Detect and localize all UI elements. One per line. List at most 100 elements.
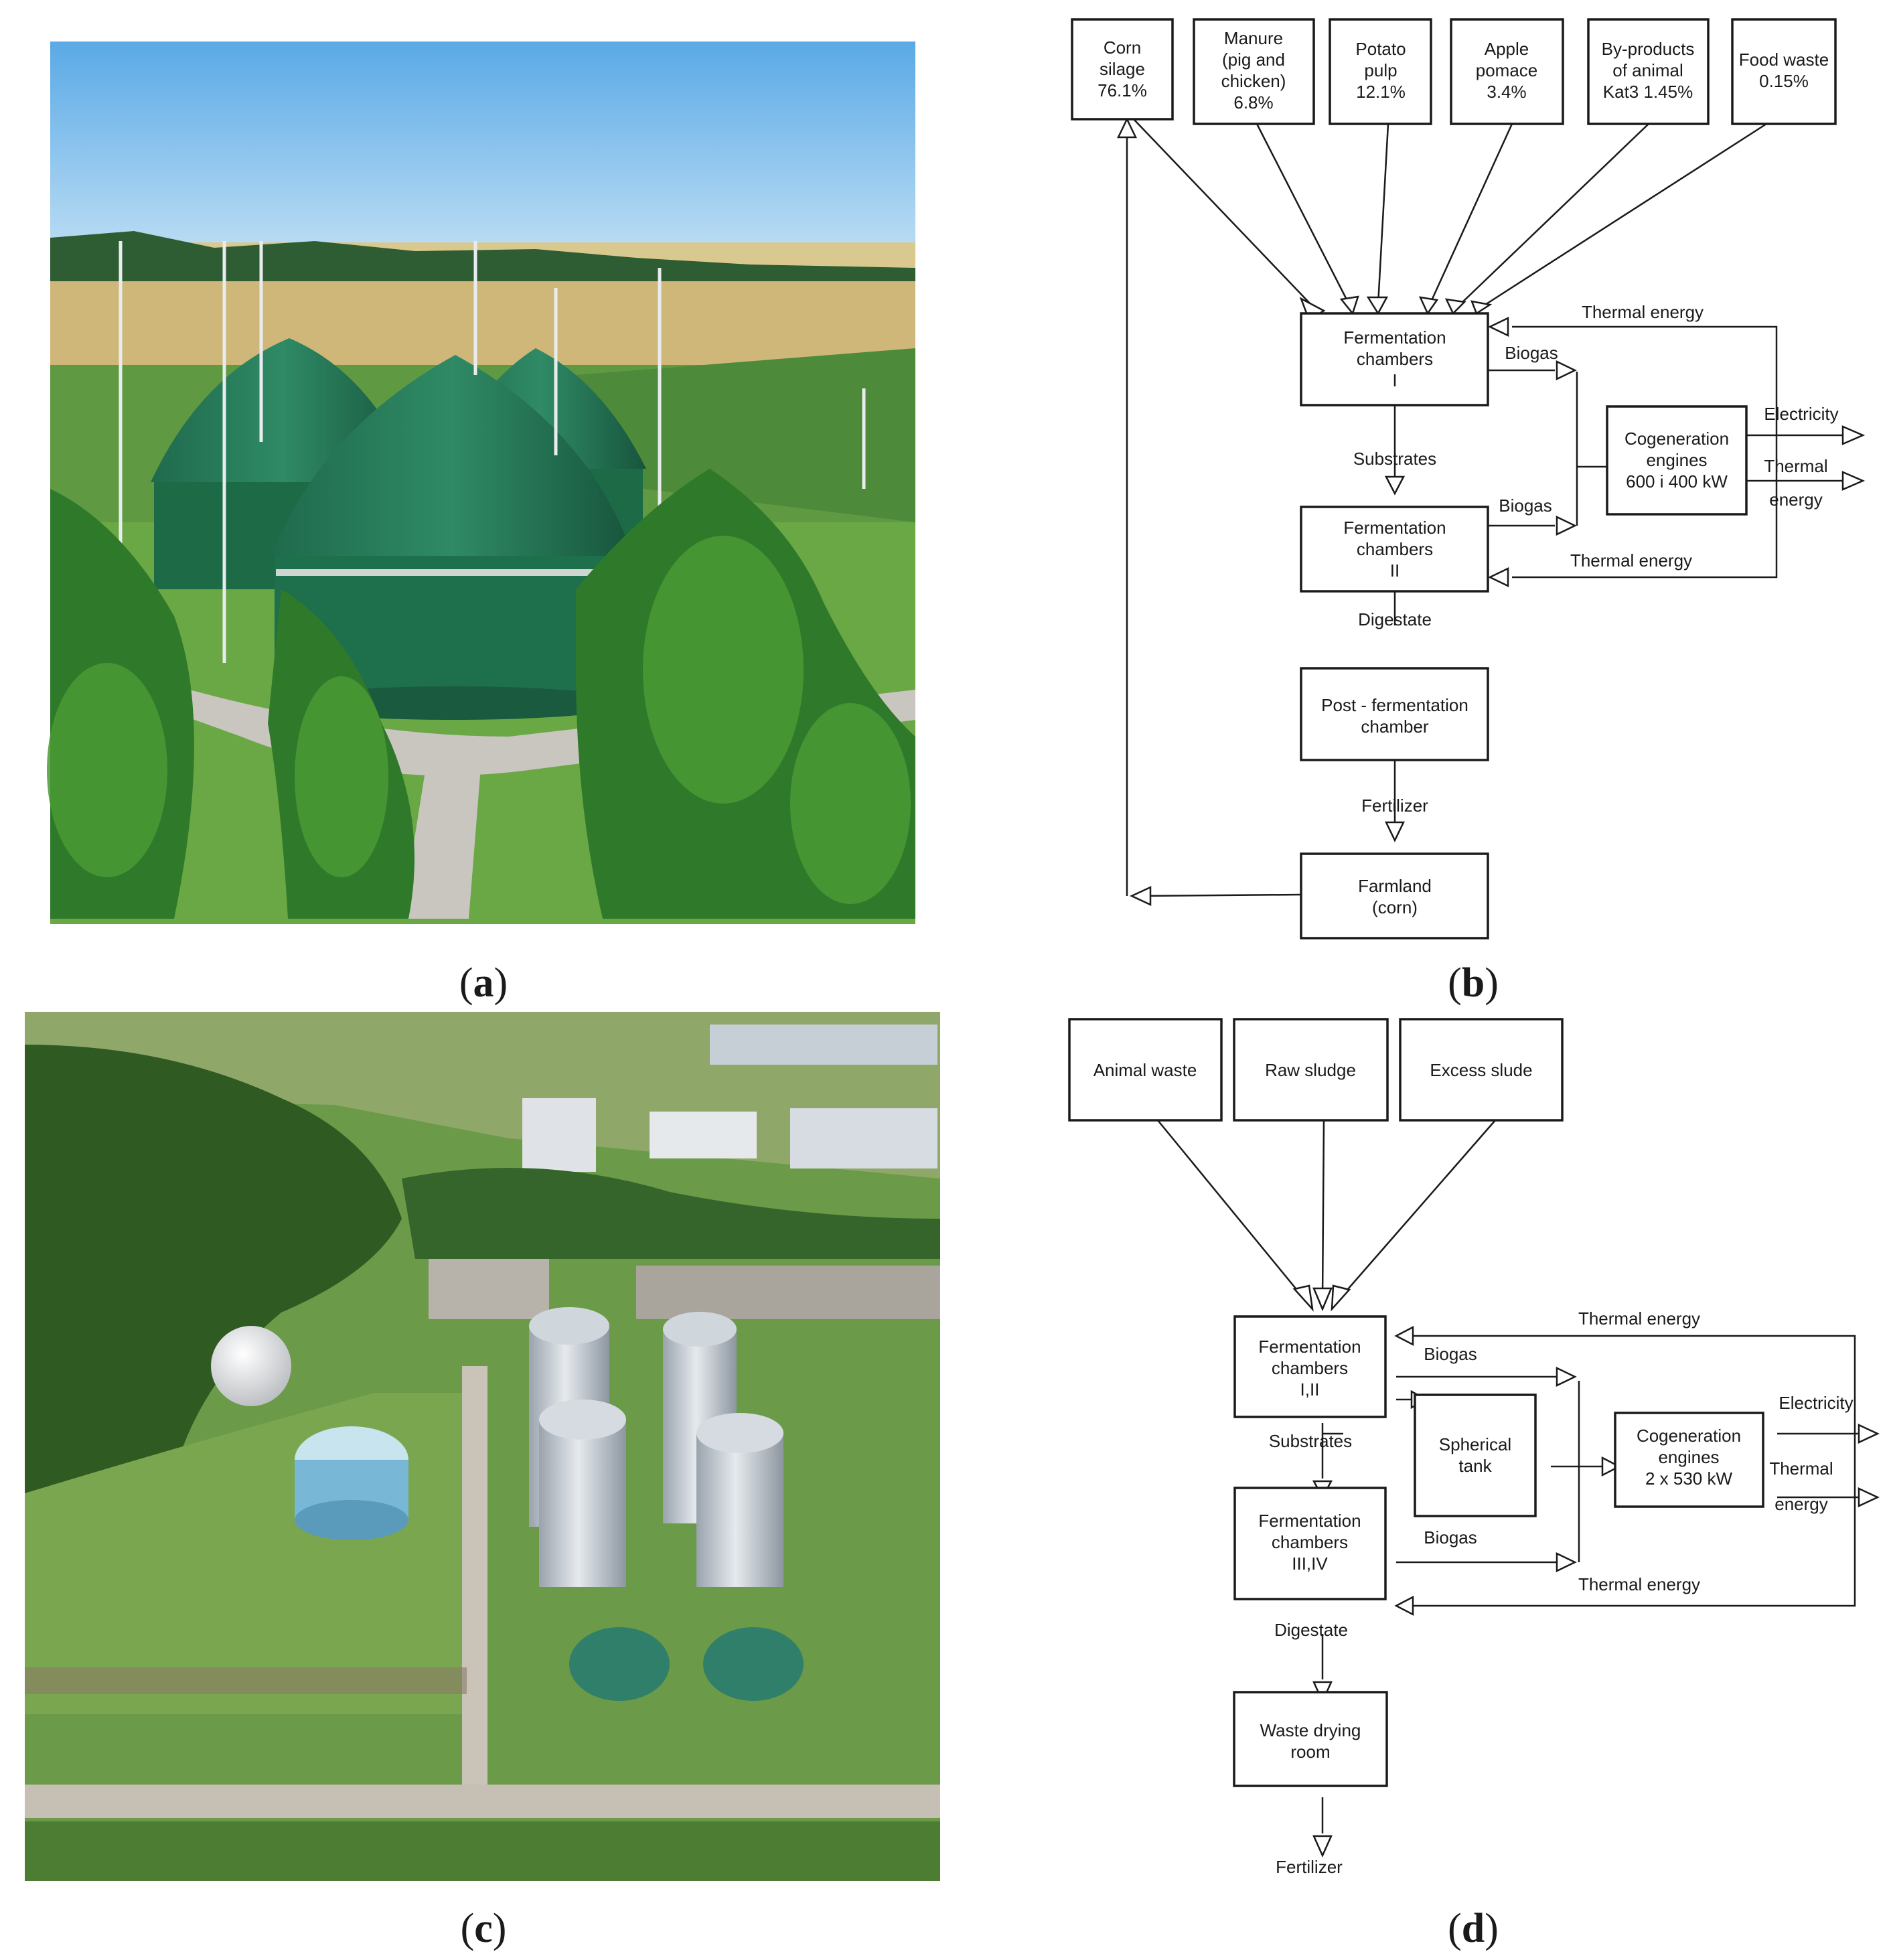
svg-text:Food waste: Food waste xyxy=(1739,50,1829,70)
svg-text:(d): (d) xyxy=(1448,1906,1499,1951)
panel-d-connectors xyxy=(1157,1120,1859,1833)
svg-text:chamber: chamber xyxy=(1361,717,1428,737)
panel-b-input-corn-silage: Corn silage 76.1% xyxy=(1071,18,1174,121)
svg-text:III,IV: III,IV xyxy=(1292,1554,1328,1574)
svg-text:(a): (a) xyxy=(459,960,508,1006)
label-electricity: Electricity xyxy=(1764,404,1838,424)
panel-d-flow-labels: Thermal energy Biogas Substrates Biogas … xyxy=(1269,1308,1854,1877)
label-fertilizer: Fertilizer xyxy=(1361,796,1428,816)
panel-d-input-raw-sludge: Raw sludge xyxy=(1233,1018,1389,1122)
svg-text:tank: tank xyxy=(1458,1456,1492,1476)
panel-b-farmland: Farmland (corn) xyxy=(1300,852,1489,939)
svg-text:chicken): chicken) xyxy=(1221,71,1286,91)
svg-text:2 x 530 kW: 2 x 530 kW xyxy=(1645,1468,1733,1489)
svg-text:(c): (c) xyxy=(461,1906,507,1951)
label-thermal-out-1: Thermal xyxy=(1764,456,1827,476)
panel-d-waste-drying-room: Waste drying room xyxy=(1233,1691,1388,1787)
svg-text:By-products: By-products xyxy=(1602,39,1695,59)
panel-b-cogeneration-engines: Cogeneration engines 600 i 400 kW xyxy=(1606,405,1748,516)
svg-text:Manure: Manure xyxy=(1224,28,1283,48)
panel-d-input-excess-sludge: Excess slude xyxy=(1399,1018,1564,1122)
svg-text:pulp: pulp xyxy=(1364,60,1397,80)
svg-text:(pig and: (pig and xyxy=(1222,50,1285,70)
svg-text:of animal: of animal xyxy=(1612,60,1683,80)
panel-b-input-potato-pulp: Potato pulp 12.1% xyxy=(1329,18,1432,125)
svg-text:Farmland: Farmland xyxy=(1358,876,1432,896)
label-biogas-1: Biogas xyxy=(1505,343,1558,363)
svg-text:pomace: pomace xyxy=(1476,60,1538,80)
svg-text:I: I xyxy=(1392,370,1397,390)
svg-text:Fermentation: Fermentation xyxy=(1343,327,1446,348)
svg-text:engines: engines xyxy=(1646,450,1707,470)
svg-text:engines: engines xyxy=(1658,1447,1719,1467)
svg-text:Fermentation: Fermentation xyxy=(1343,518,1446,538)
label-thermal-energy-top: Thermal energy xyxy=(1578,1308,1700,1329)
svg-text:Apple: Apple xyxy=(1485,39,1529,59)
panel-b-arrowheads xyxy=(1117,117,1866,906)
label-thermal-energy-bottom: Thermal energy xyxy=(1578,1574,1700,1594)
label-substrates: Substrates xyxy=(1353,449,1436,469)
svg-text:chambers: chambers xyxy=(1357,539,1433,559)
svg-text:6.8%: 6.8% xyxy=(1233,92,1273,112)
label-digestate: Digestate xyxy=(1274,1620,1348,1640)
panel-b-input-apple-pomace: Apple pomace 3.4% xyxy=(1450,18,1564,125)
svg-text:chambers: chambers xyxy=(1357,349,1433,369)
svg-text:600 i 400 kW: 600 i 400 kW xyxy=(1626,471,1728,492)
label-thermal-energy-bottom: Thermal energy xyxy=(1570,550,1692,571)
svg-text:room: room xyxy=(1290,1742,1330,1762)
panel-b-flow-labels: Thermal energy Biogas Biogas Substrates … xyxy=(1353,302,1839,816)
panel-label-a: (a) xyxy=(459,960,508,1006)
svg-text:(b): (b) xyxy=(1448,960,1499,1006)
svg-text:Animal waste: Animal waste xyxy=(1093,1060,1197,1080)
label-biogas-1: Biogas xyxy=(1424,1344,1477,1364)
panel-d-diagram: Animal waste Raw sludge Excess slude Fer… xyxy=(1068,1018,1880,1877)
label-biogas-2: Biogas xyxy=(1499,496,1552,516)
label-thermal-energy-top: Thermal energy xyxy=(1582,302,1704,322)
panel-label-c: (c) xyxy=(461,1906,507,1951)
label-biogas-2: Biogas xyxy=(1424,1527,1477,1548)
panel-b-input-food-waste: Food waste 0.15% xyxy=(1731,18,1837,125)
svg-text:12.1%: 12.1% xyxy=(1356,82,1406,102)
panel-d-fermentation-chambers-i-ii: Fermentation chambers I,II xyxy=(1233,1315,1387,1418)
svg-text:Waste drying: Waste drying xyxy=(1260,1720,1361,1740)
label-digestate: Digestate xyxy=(1358,609,1432,629)
svg-text:Potato: Potato xyxy=(1355,39,1406,59)
label-fertilizer: Fertilizer xyxy=(1276,1857,1343,1877)
panel-b-input-animal-byproducts: By-products of animal Kat3 1.45% xyxy=(1587,18,1710,125)
svg-text:Corn: Corn xyxy=(1104,37,1141,58)
svg-text:Post - fermentation: Post - fermentation xyxy=(1321,695,1468,715)
svg-text:Raw sludge: Raw sludge xyxy=(1265,1060,1356,1080)
svg-text:3.4%: 3.4% xyxy=(1487,82,1526,102)
svg-text:(corn): (corn) xyxy=(1372,897,1418,917)
panel-b-diagram: Corn silage 76.1% Manure (pig and chicke… xyxy=(1071,18,1866,939)
label-thermal-out-2: energy xyxy=(1769,489,1823,510)
svg-text:Excess slude: Excess slude xyxy=(1430,1060,1532,1080)
svg-text:I,II: I,II xyxy=(1300,1379,1320,1400)
panel-b-fermentation-chambers-i: Fermentation chambers I xyxy=(1300,312,1489,406)
panel-a-photo xyxy=(47,42,915,924)
svg-text:Spherical: Spherical xyxy=(1439,1434,1511,1454)
panel-b-connectors xyxy=(1126,119,1848,897)
svg-text:II: II xyxy=(1390,560,1400,581)
panel-d-input-animal-waste: Animal waste xyxy=(1068,1018,1223,1122)
panel-label-d: (d) xyxy=(1448,1906,1499,1951)
label-substrates: Substrates xyxy=(1269,1431,1352,1451)
svg-text:0.15%: 0.15% xyxy=(1759,71,1809,91)
svg-text:Fermentation: Fermentation xyxy=(1258,1511,1361,1531)
svg-text:76.1%: 76.1% xyxy=(1098,80,1147,100)
panel-d-spherical-tank: Spherical tank xyxy=(1414,1393,1537,1517)
svg-text:chambers: chambers xyxy=(1272,1532,1348,1552)
svg-text:Cogeneration: Cogeneration xyxy=(1637,1426,1741,1446)
panel-c-photo xyxy=(25,1012,940,1881)
label-thermal-out-1: Thermal xyxy=(1769,1458,1833,1479)
label-thermal-out-2: energy xyxy=(1774,1494,1828,1514)
svg-text:chambers: chambers xyxy=(1272,1358,1348,1378)
svg-text:silage: silage xyxy=(1100,59,1145,79)
svg-text:Cogeneration: Cogeneration xyxy=(1624,429,1729,449)
panel-d-cogeneration-engines: Cogeneration engines 2 x 530 kW xyxy=(1614,1412,1764,1508)
panel-b-post-fermentation-chamber: Post - fermentation chamber xyxy=(1300,667,1489,761)
panel-label-b: (b) xyxy=(1448,960,1499,1006)
label-electricity: Electricity xyxy=(1779,1393,1853,1413)
